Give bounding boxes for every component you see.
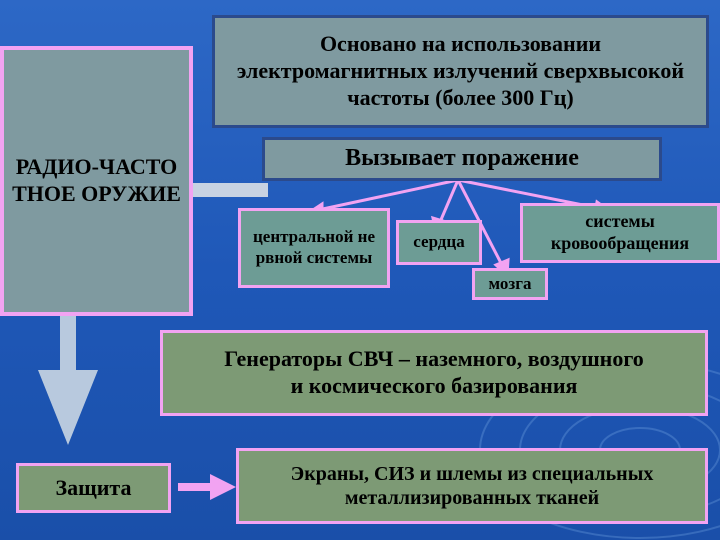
radio-weapon-box: РАДИО-ЧАСТОТНОЕ ОРУЖИЕ (0, 46, 193, 316)
protection-box: Защита (16, 463, 171, 513)
radio-weapon-label: РАДИО-ЧАСТОТНОЕ ОРУЖИЕ (12, 154, 181, 206)
protection-text: Защита (55, 474, 132, 500)
target-brain-text: мозга (488, 273, 532, 293)
target-brain-box: мозга (472, 268, 548, 300)
screens-box: Экраны, СИЗ и шлемы из специальных метал… (236, 448, 708, 524)
target-heart-text: сердца (413, 232, 465, 252)
causes-damage-text: Вызывает поражение (345, 145, 579, 172)
screens-text: Экраны, СИЗ и шлемы из специальных метал… (290, 462, 654, 509)
target-cns-box: центральной нервной системы (238, 208, 390, 288)
principle-box: Основано на использовании электромагнитн… (212, 15, 709, 128)
generators-text: Генераторы СВЧ – наземного, воздушного и… (224, 346, 644, 398)
target-heart-box: сердца (396, 220, 482, 265)
causes-damage-box: Вызывает поражение (262, 137, 662, 181)
target-cns-text: центральной нервной системы (252, 227, 375, 267)
generators-box: Генераторы СВЧ – наземного, воздушного и… (160, 330, 708, 416)
target-circulation-text: системы кровообращения (550, 211, 690, 253)
target-circulation-box: системы кровообращения (520, 203, 720, 263)
principle-text: Основано на использовании электромагнитн… (236, 31, 685, 110)
